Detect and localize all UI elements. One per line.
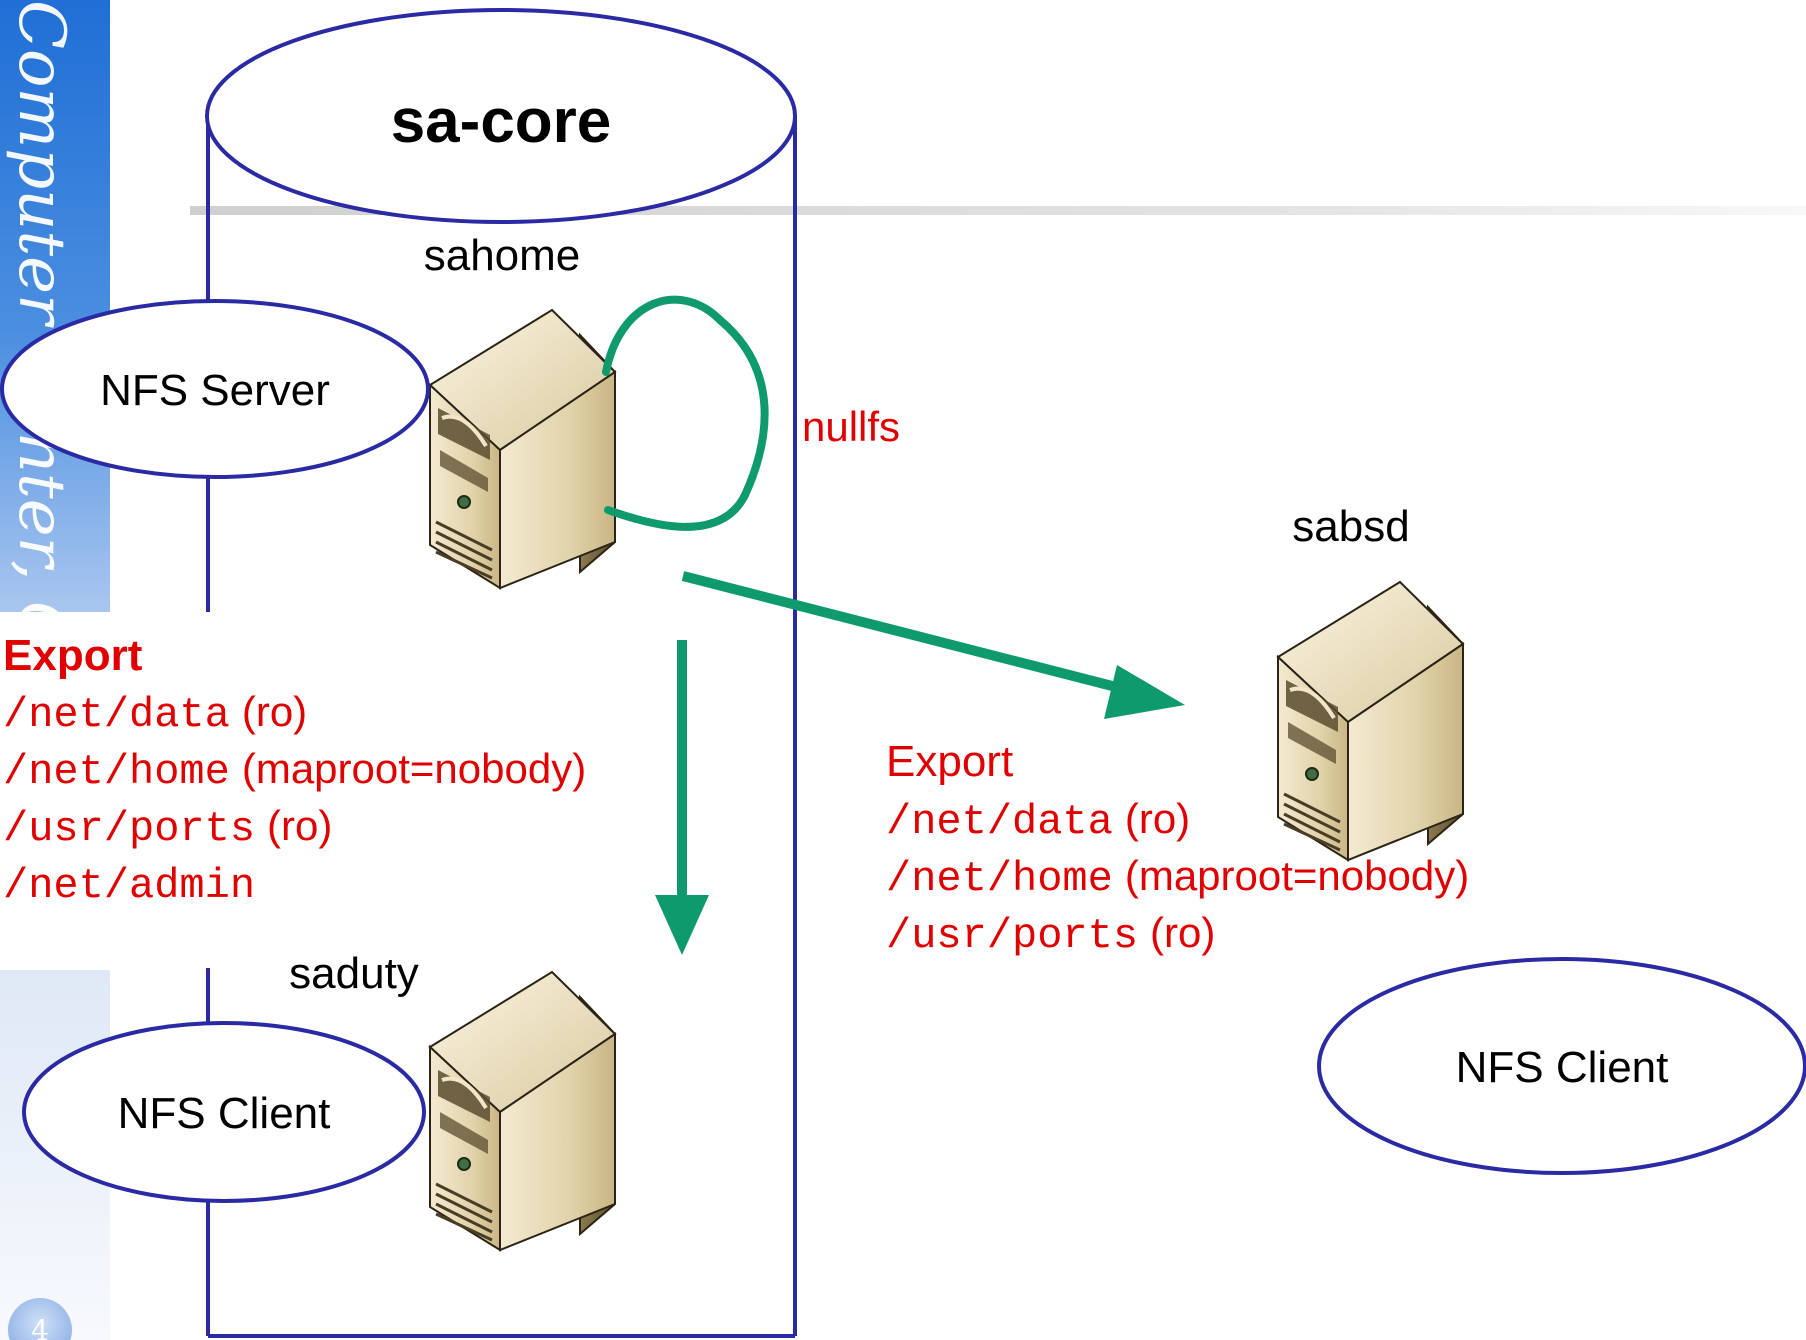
nfs-client-right-label: NFS Client [1456,1043,1669,1092]
sidebar-band-top [0,0,110,612]
export-right-line: /net/data(ro) [886,795,1190,846]
arrow-to-saduty [655,640,709,955]
page-number: 4 [31,1314,49,1340]
nfs-server-label: NFS Server [100,366,330,415]
nfs-client-left-ellipse [22,1021,426,1203]
export-left-line: /net/data(ro) [3,688,307,739]
export-right-line: /usr/ports(ro) [886,909,1215,960]
nfs-server-ellipse [0,299,430,479]
export-left-line: /usr/ports(ro) [3,802,332,853]
host-label-sabsd: sabsd [1292,502,1409,551]
arrow-to-sabsd [681,571,1185,719]
host-label-sahome: sahome [424,231,581,280]
export-right-line: /net/home(maproot=nobody) [886,852,1469,903]
nfs-client-right-ellipse [1317,957,1806,1175]
sa-core-cylinder [205,8,797,1338]
export-left-title: Export [3,631,143,680]
nullfs-loop [602,295,769,531]
export-left-line: /net/home(maproot=nobody) [3,745,586,796]
nfs-client-left-label: NFS Client [118,1089,331,1138]
export-left: Export /net/data(ro) /net/home(maproot=n… [3,631,586,910]
export-right-title: Export [886,737,1013,786]
cylinder-title: sa-core [391,87,612,156]
export-left-line: /net/admin [3,862,255,910]
server-saduty-icon [428,970,617,1252]
host-label-saduty: saduty [289,949,419,998]
server-sahome-icon [428,308,617,590]
nullfs-label: nullfs [802,403,900,450]
header-rule [190,206,1806,215]
export-right: Export /net/data(ro) /net/home(maproot=n… [886,737,1469,960]
server-sabsd-icon [1276,580,1465,862]
cylinder-top [205,8,797,224]
page-number-badge [8,1298,72,1340]
